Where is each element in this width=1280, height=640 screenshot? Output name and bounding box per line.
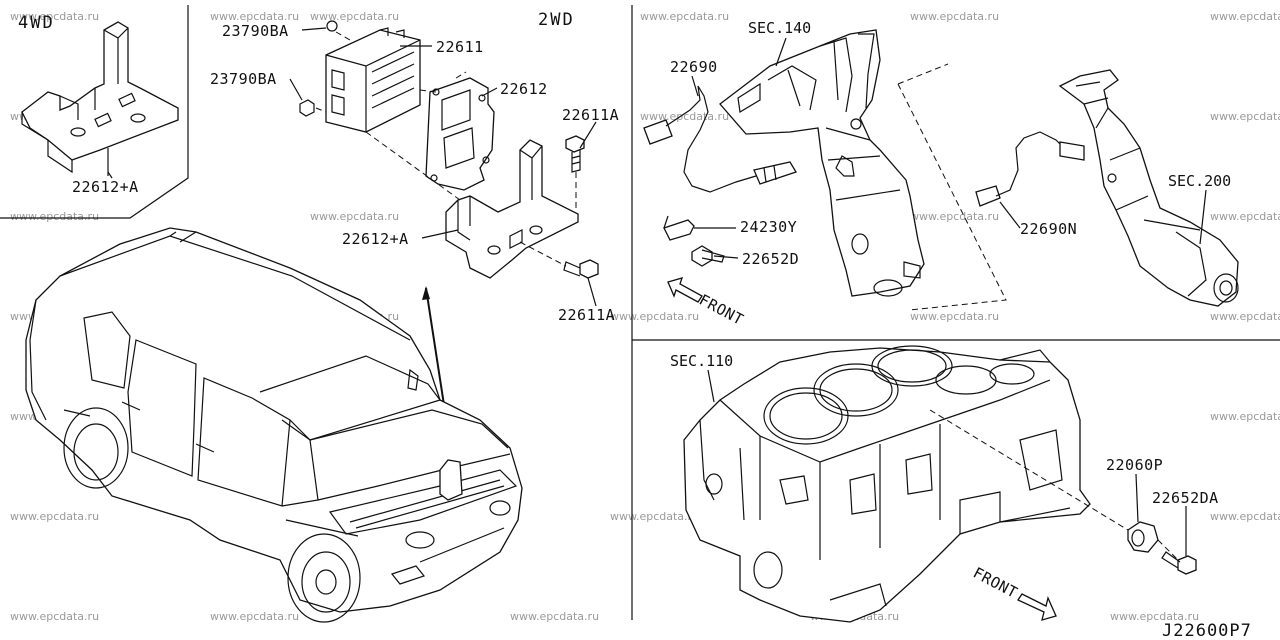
front-arrow-1: [667, 277, 703, 303]
label-sec110[interactable]: SEC.110: [670, 352, 733, 370]
o2-heat-shield-drawing: [663, 215, 695, 241]
watermark: www.epcdata.ru: [310, 10, 399, 23]
watermark: www.epcdata.ru: [510, 610, 599, 623]
assembly-lines-left: [315, 31, 577, 267]
bolt-lower-drawing: [563, 259, 599, 279]
label-sec140[interactable]: SEC.140: [748, 19, 811, 37]
watermark: www.epcdata.ru: [1210, 10, 1280, 23]
diagram-code: J22600P7: [1162, 621, 1252, 640]
cylinder-block-drawing: [683, 345, 1091, 623]
leader-lines-right-top: [691, 37, 1207, 259]
label-24230y[interactable]: 24230Y: [740, 218, 797, 236]
panel-dividers: [0, 5, 1280, 620]
label-22690[interactable]: 22690: [670, 58, 718, 76]
watermark: www.epcdata.ru: [910, 10, 999, 23]
ecm-module-drawing: [299, 20, 421, 133]
assembly-lines-right-bottom: [929, 409, 1179, 561]
label-22611[interactable]: 22611: [436, 38, 484, 56]
label-23790ba-upper[interactable]: 23790BA: [222, 22, 289, 40]
label-sec200[interactable]: SEC.200: [1168, 172, 1231, 190]
watermark: www.epcdata.ru: [1110, 610, 1199, 623]
dashed-group-boundary: [897, 63, 1007, 311]
label-22652da[interactable]: 22652DA: [1152, 489, 1219, 507]
watermark: www.epcdata.ru: [910, 310, 999, 323]
bolt-upper-drawing: [565, 135, 585, 173]
front-tube-catalyst-drawing: [1058, 69, 1239, 307]
knock-sensor-bolt-drawing: [1161, 551, 1197, 575]
watermark: www.epcdata.ru: [640, 110, 729, 123]
watermark: www.epcdata.ru: [610, 310, 699, 323]
watermark: www.epcdata.ru: [640, 10, 729, 23]
header-2wd: 2WD: [538, 10, 575, 30]
label-22612[interactable]: 22612: [500, 80, 548, 98]
exhaust-manifold-drawing: [719, 29, 925, 297]
front-arrow-2: [1017, 593, 1057, 621]
watermark: www.epcdata.ru: [910, 210, 999, 223]
watermark: www.epcdata.ru: [10, 610, 99, 623]
ecm-mount-bracket-drawing: [445, 139, 579, 279]
label-front-lower: FRONT: [970, 564, 1021, 602]
watermark: www.epcdata.ru: [1210, 110, 1280, 123]
watermark: www.epcdata.ru: [10, 210, 99, 223]
label-front-upper: FRONT: [696, 291, 747, 329]
watermark: www.epcdata.ru: [1210, 210, 1280, 223]
watermark: www.epcdata.ru: [1210, 510, 1280, 523]
label-22611a-lower[interactable]: 22611A: [558, 306, 615, 324]
label-22690n[interactable]: 22690N: [1020, 220, 1077, 238]
stud-bolt-drawing: [691, 245, 725, 267]
watermark: www.epcdata.ru: [310, 210, 399, 223]
ecm-bracket-drawing: [425, 77, 495, 191]
vehicle-drawing: [25, 227, 523, 623]
label-22611a-upper[interactable]: 22611A: [562, 106, 619, 124]
watermark: www.epcdata.ru: [210, 10, 299, 23]
o2-sensor-front-drawing: [643, 85, 797, 193]
o2-sensor-rear-drawing: [975, 131, 1085, 207]
label-23790ba-lower[interactable]: 23790BA: [210, 70, 277, 88]
watermark: www.epcdata.ru: [1210, 310, 1280, 323]
watermark: www.epcdata.ru: [10, 510, 99, 523]
watermark: www.epcdata.ru: [610, 510, 699, 523]
knock-sensor-drawing: [1127, 521, 1159, 553]
watermark: www.epcdata.ru: [1210, 410, 1280, 423]
label-22060p[interactable]: 22060P: [1106, 456, 1163, 474]
watermark: www.epcdata.ru: [210, 610, 299, 623]
label-22652d[interactable]: 22652D: [742, 250, 799, 268]
watermark: www.epcdata.ru: [10, 10, 99, 23]
leader-lines-right-bottom: [707, 369, 1187, 556]
bracket-4wd-drawing: [21, 21, 179, 176]
label-22612a-4wd[interactable]: 22612+A: [72, 178, 139, 196]
header-4wd: 4WD: [18, 13, 55, 33]
label-22612a-2wd[interactable]: 22612+A: [342, 230, 409, 248]
